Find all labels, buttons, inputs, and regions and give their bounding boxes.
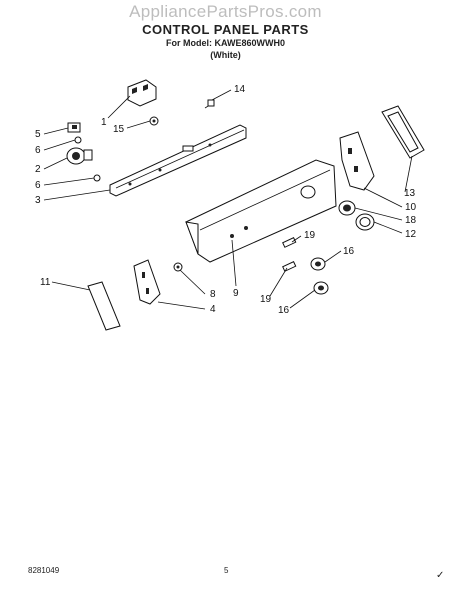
part-6-screw-lower [93,174,101,182]
part-9-console [185,159,337,263]
leader-lines [43,89,413,310]
part-4-end-cap [133,259,161,305]
part-18-knob-ring [338,200,356,216]
part-5-switch [67,122,81,133]
callout-6-upper: 6 [35,145,41,156]
part-10-end-cap [339,131,375,191]
callout-3: 3 [35,195,41,206]
part-19-pin-lower [282,260,297,272]
document-number: 8281049 [28,566,60,575]
callout-8: 8 [210,289,216,300]
callout-6-lower: 6 [35,180,41,191]
callout-19-lower: 19 [260,294,272,305]
callout-16-upper: 16 [343,246,355,257]
corner-mark: ✓ [436,570,445,581]
part-19-pin-upper [282,236,297,248]
callout-14: 14 [234,84,246,95]
part-13-bezel [381,105,425,159]
part-12-knob [355,213,375,231]
part-3-panel-plate [109,124,247,197]
callout-5: 5 [35,129,41,140]
part-6-screw-upper [74,136,82,144]
part-16-button-upper [310,257,326,271]
color-line: (White) [210,50,241,60]
part-11-overlay [87,281,121,331]
callout-13: 13 [404,188,416,199]
page-title: CONTROL PANEL PARTS [142,22,309,37]
callout-18: 18 [405,215,417,226]
page-number: 5 [224,566,229,575]
part-15-nut [149,116,159,126]
callout-11: 11 [40,277,51,288]
callout-labels: 1 14 15 5 6 2 6 3 11 8 4 9 13 10 18 12 1… [35,84,417,316]
callout-9: 9 [233,288,239,299]
model-line: For Model: KAWE860WWH0 [165,38,285,48]
callout-15: 15 [113,124,125,135]
callout-10: 10 [405,202,417,213]
part-14-screw [204,99,215,109]
callout-16-lower: 16 [278,305,290,316]
callout-1: 1 [101,117,107,128]
watermark: AppliancePartsPros.com [129,2,322,21]
part-8-screw [173,262,183,272]
callout-4: 4 [210,304,216,315]
part-1-bracket [127,79,157,107]
callout-12: 12 [405,229,417,240]
part-2-timer [66,147,93,165]
part-16-button-lower [313,281,329,295]
callout-2: 2 [35,164,41,175]
callout-19-upper: 19 [304,230,316,241]
